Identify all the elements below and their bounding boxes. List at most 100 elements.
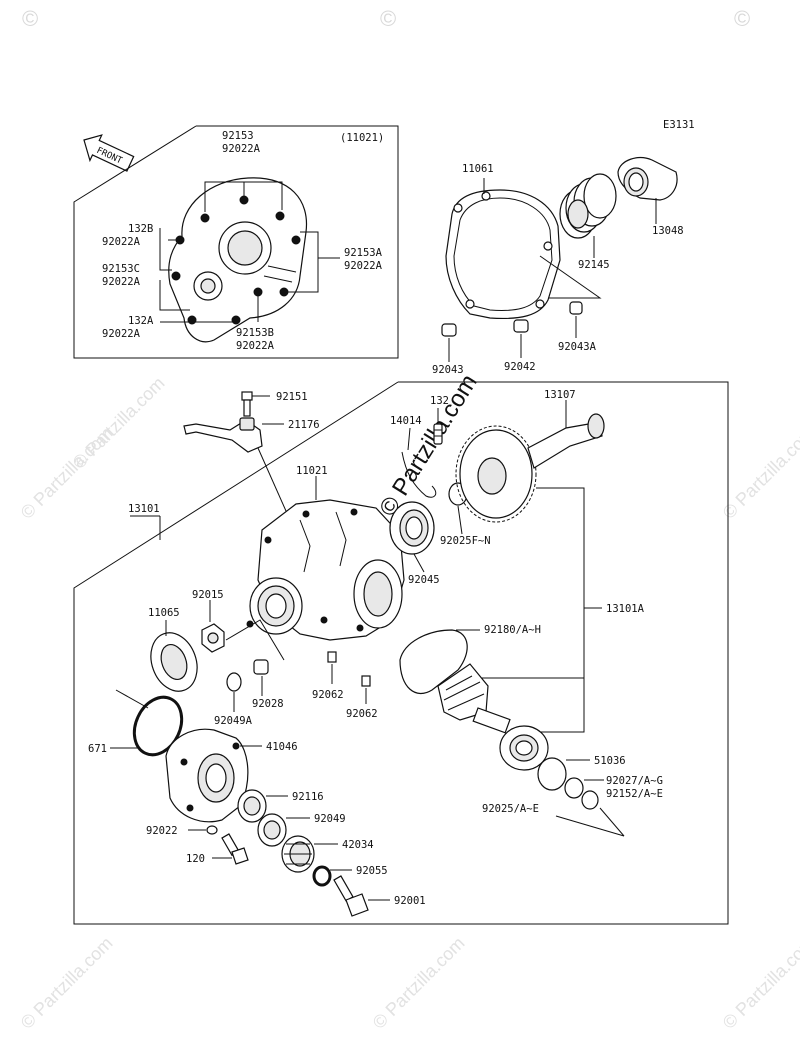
label-92025FN: 92025F~N xyxy=(440,535,491,547)
label-92022A-r: 92022A xyxy=(344,260,383,272)
pinion-gear xyxy=(437,663,511,734)
shim-92027 xyxy=(564,777,584,799)
collar-13048 xyxy=(617,157,678,201)
label-92062-a: 92062 xyxy=(312,689,344,701)
watermark-bc: © Partzilla.com xyxy=(369,933,469,1033)
collar-51036 xyxy=(537,757,567,791)
label-132A: 132A xyxy=(128,315,154,327)
bearing-92045 xyxy=(389,501,435,555)
o-ring-92055 xyxy=(312,865,332,887)
label-92153B: 92153B xyxy=(236,327,274,339)
plug-92062-a xyxy=(327,651,337,663)
label-92049A: 92049A xyxy=(214,715,253,727)
dowels xyxy=(441,301,583,337)
label-92145: 92145 xyxy=(578,259,610,271)
label-13101A: 13101A xyxy=(606,603,645,615)
label-92022A-a: 92022A xyxy=(102,328,141,340)
label-132B: 132B xyxy=(128,223,153,235)
label-92062-b: 92062 xyxy=(346,708,378,720)
leader-13101A xyxy=(536,487,585,733)
label-92022: 92022 xyxy=(146,825,178,837)
label-92043A: 92043A xyxy=(558,341,597,353)
leader-92045 xyxy=(413,553,425,573)
label-92022A-b: 92022A xyxy=(102,236,141,248)
washer-92049A xyxy=(226,672,242,692)
label-92042: 92042 xyxy=(504,361,536,373)
front-arrow: FRONT xyxy=(83,134,135,172)
label-21176: 21176 xyxy=(288,419,320,431)
spring-92145 xyxy=(559,173,617,239)
label-92015: 92015 xyxy=(192,589,224,601)
inset-frame xyxy=(73,125,399,359)
label-11021: 11021 xyxy=(296,465,328,477)
label-41046: 41046 xyxy=(266,741,298,753)
bolt-92151 xyxy=(241,391,253,417)
housing-41046 xyxy=(165,728,249,823)
label-92043: 92043 xyxy=(432,364,464,376)
seal-92049-inner xyxy=(263,820,281,840)
watermark-tc: © xyxy=(380,6,396,31)
main-frame xyxy=(73,381,729,925)
o-ring-671 xyxy=(132,695,184,757)
label-92027: 92027/A~G xyxy=(606,775,663,787)
label-92028: 92028 xyxy=(252,698,284,710)
plug-92062-b xyxy=(361,675,371,687)
label-13107: 13107 xyxy=(544,389,576,401)
leader-92015-b xyxy=(225,619,285,661)
label-92025AE: 92025/A~E xyxy=(482,803,539,815)
leader-671-a xyxy=(115,689,149,709)
watermark-tr: © xyxy=(734,6,750,31)
leader-92043A xyxy=(539,255,602,299)
label-14014: 14014 xyxy=(390,415,422,427)
coupling-42034 xyxy=(281,835,315,873)
leader-92025AE-a xyxy=(555,815,625,837)
label-92153C: 92153C xyxy=(102,263,140,275)
label-92151: 92151 xyxy=(276,391,308,403)
ring-gear xyxy=(455,425,537,523)
label-92153A: 92153A xyxy=(344,247,383,259)
gasket-92180 xyxy=(399,629,468,695)
label-671: 671 xyxy=(88,743,107,755)
watermark-mr: © Partzilla.com xyxy=(719,423,800,523)
label-92022A-bot: 92022A xyxy=(236,340,275,352)
bearing-51036 xyxy=(499,725,549,771)
label-92045: 92045 xyxy=(408,574,440,586)
label-92153: 92153 xyxy=(222,130,254,142)
washer-92022 xyxy=(206,825,218,835)
stud-132 xyxy=(433,423,443,445)
label-92180: 92180/A~H xyxy=(484,624,541,636)
leader-sensor xyxy=(257,447,291,521)
label-92116: 92116 xyxy=(292,791,324,803)
shim-92152 xyxy=(581,790,599,810)
gear-case-11021 xyxy=(246,499,405,641)
watermark-br: © Partzilla.com xyxy=(719,933,800,1033)
collar-92028 xyxy=(253,659,269,675)
inset-group-label: (11021) xyxy=(340,132,384,144)
leader-14014 xyxy=(407,427,411,451)
watermark-bl: © Partzilla.com xyxy=(17,933,117,1033)
leader-92025FN xyxy=(457,505,463,535)
bearing-11065 xyxy=(150,632,198,692)
bolt-92001 xyxy=(333,875,369,917)
label-92055: 92055 xyxy=(356,865,388,877)
label-51036: 51036 xyxy=(594,755,626,767)
label-92022A-top: 92022A xyxy=(222,143,261,155)
label-92049: 92049 xyxy=(314,813,346,825)
label-11061: 11061 xyxy=(462,163,494,175)
label-92001: 92001 xyxy=(394,895,426,907)
diagram-code: E3131 xyxy=(663,119,695,131)
inset-leaders xyxy=(159,181,340,323)
gasket-11061 xyxy=(445,189,561,320)
label-13048: 13048 xyxy=(652,225,684,237)
seal-92116-inner xyxy=(243,796,261,816)
label-13101: 13101 xyxy=(128,503,160,515)
label-120: 120 xyxy=(186,853,205,865)
shim-wire-14014 xyxy=(401,451,437,498)
speed-sensor-21176 xyxy=(183,417,263,453)
watermark-tl: © xyxy=(22,6,38,31)
watermark-ml2: © Partzilla.com xyxy=(69,373,169,473)
bolt-120 xyxy=(221,833,249,865)
nut-92015 xyxy=(201,623,225,653)
leader-92025AE-b xyxy=(599,807,625,837)
